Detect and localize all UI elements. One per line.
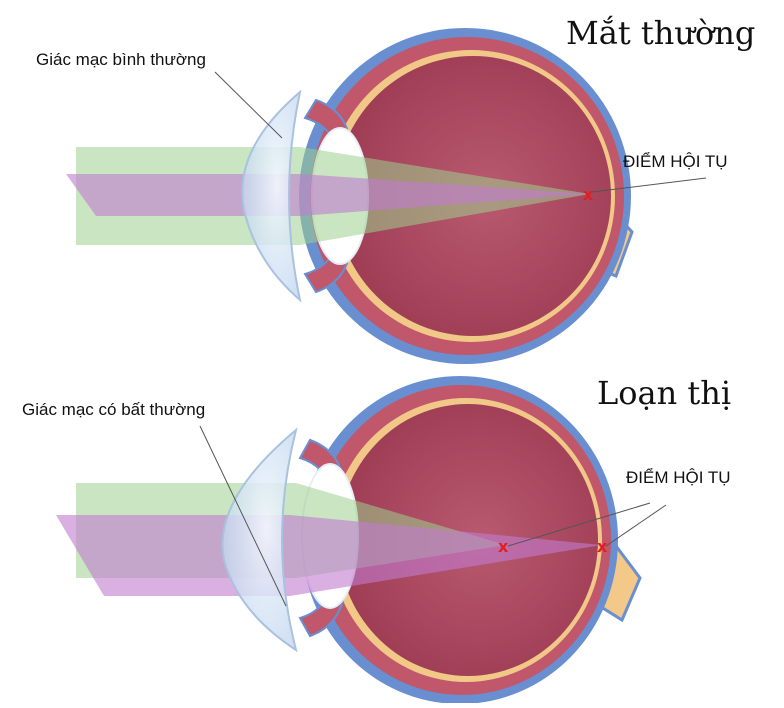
astigmatic-eye: x x <box>56 376 667 704</box>
focus-label-normal: ĐIỂM HỘI TỤ <box>623 152 728 171</box>
panel-title-normal: Mắt thường <box>566 14 756 52</box>
cornea-label-normal: Giác mạc bình thường <box>36 50 206 69</box>
focus-point-mark: x <box>498 537 509 556</box>
focus-leader-line <box>591 177 707 193</box>
cornea-leader-line <box>214 71 283 139</box>
normal-eye: x <box>66 28 707 364</box>
cornea <box>221 427 298 653</box>
purple-light-beam <box>66 174 590 216</box>
focus-leader-line <box>605 504 667 547</box>
purple-light-beam <box>56 515 602 596</box>
focus-point-mark: x <box>583 185 594 204</box>
cornea-label-astigmatism: Giác mạc có bất thường <box>22 400 206 419</box>
panel-title-astigmatism: Loạn thị <box>597 374 732 412</box>
cornea-leader-line <box>199 425 287 607</box>
focus-leader-line <box>507 502 651 547</box>
cornea <box>241 89 302 303</box>
focus-label-astigmatism: ĐIỂM HỘI TỤ <box>626 468 731 487</box>
focus-point-mark: x <box>597 537 608 556</box>
